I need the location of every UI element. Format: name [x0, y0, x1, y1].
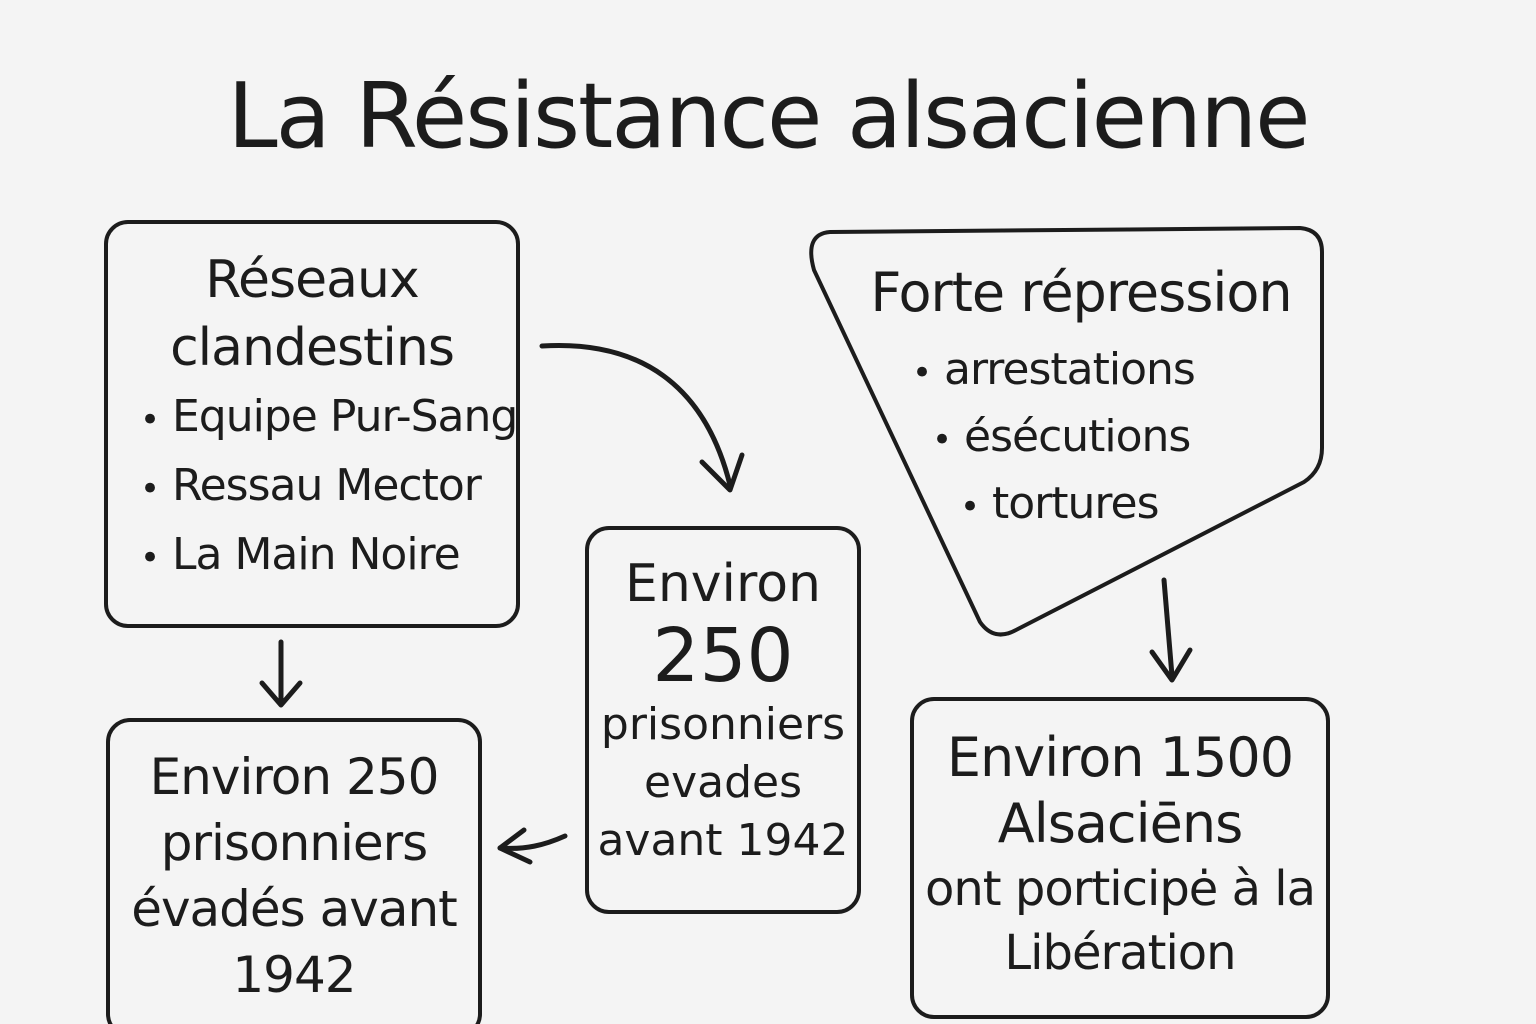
list-item: Ressau Mector [140, 453, 516, 522]
box-reseaux-clandestins: Réseaux clandestins Equipe Pur-Sang Ress… [104, 220, 520, 628]
list-item: La Main Noire [140, 522, 516, 591]
box-prisonniers-evades-left: Environ 250 prisonniers évadés avant 194… [106, 718, 482, 1024]
repression-heading: Forte répression [870, 261, 1292, 324]
evades-middle-line3: prisonniers evades avant 1942 [597, 699, 849, 866]
arrow-reseaux-to-middle [539, 342, 733, 488]
reseaux-heading: Réseaux clandestins [170, 250, 455, 378]
liberation-line1: Environ 1500 Alsaciēns [946, 726, 1294, 855]
repression-list: arrestations ésécutions tortures [912, 338, 1196, 539]
diagram-title: La Résistance alsacienne [227, 64, 1311, 169]
arrow-reseaux-to-left-head [259, 680, 303, 708]
arrow-reseaux-to-middle-head [699, 452, 745, 493]
arrow-middle-to-left [497, 833, 568, 851]
list-item: tortures [960, 472, 1195, 539]
list-item: Equipe Pur-Sang [140, 384, 518, 453]
evades-middle-line1: Environ [624, 554, 822, 614]
list-item: ésécutions [932, 405, 1195, 472]
box-prisonniers-evades-middle: Environ 250 prisonniers evades avant 194… [585, 526, 861, 914]
reseaux-list: Equipe Pur-Sang Ressau Mector La Main No… [108, 384, 518, 591]
arrow-repression-to-liberation [1161, 577, 1175, 679]
liberation-line2: ont porticipė à la Libération [925, 861, 1316, 981]
arrow-repression-to-liberation-head [1149, 647, 1193, 683]
arrow-middle-to-left-head [497, 827, 533, 865]
evades-middle-number: 250 [652, 613, 794, 699]
evades-left-text: Environ 250 prisonniers évadés avant 194… [131, 748, 458, 1004]
box-liberation: Environ 1500 Alsaciēns ont porticipė à l… [910, 697, 1330, 1019]
list-item: arrestations [912, 338, 1196, 405]
